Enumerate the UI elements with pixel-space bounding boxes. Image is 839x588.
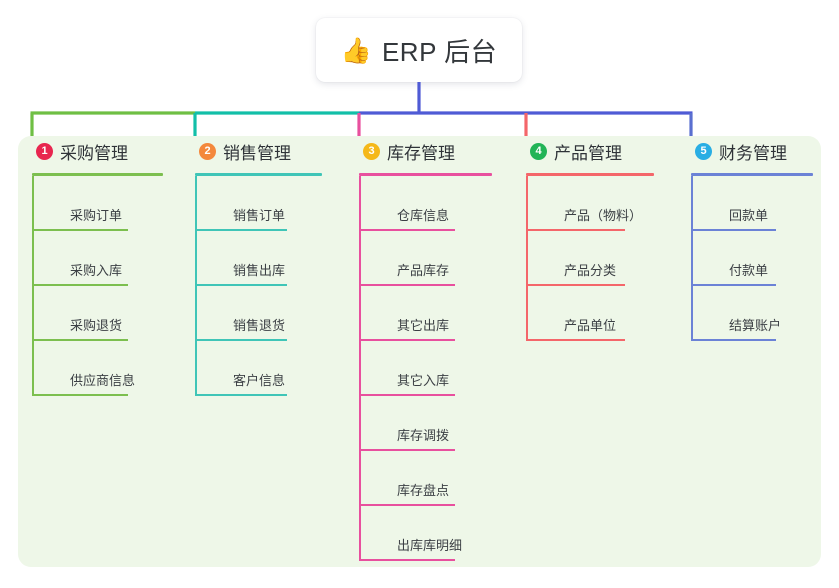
column-header-rule-4 (526, 173, 654, 176)
column-badge-5: 5 (695, 142, 712, 160)
leaf-item[interactable]: 付款单 (691, 231, 776, 286)
leaf-item-rule (526, 339, 625, 341)
column-header-rule-5 (691, 173, 813, 176)
leaf-item-label: 采购入库 (70, 263, 123, 278)
leaf-item-label: 产品（物料） (564, 208, 643, 223)
leaf-item-rule (195, 394, 287, 396)
column-header-4[interactable]: 4 产品管理 (512, 136, 677, 166)
leaf-item-rule (32, 284, 128, 286)
leaf-item-rule (359, 559, 455, 561)
leaf-item-rule (32, 229, 128, 231)
leaf-item[interactable]: 库存盘点 (359, 451, 455, 506)
leaf-item-rule (195, 284, 287, 286)
column-header-2[interactable]: 2 销售管理 (181, 136, 345, 166)
leaf-item[interactable]: 供应商信息 (32, 341, 135, 396)
leaf-item[interactable]: 其它入库 (359, 341, 455, 396)
leaf-item-label: 采购退货 (70, 318, 123, 333)
column-title-5: 财务管理 (719, 143, 787, 163)
column-title-3: 库存管理 (387, 143, 455, 163)
leaf-item-rule (359, 284, 455, 286)
column-badge-2: 2 (199, 142, 216, 160)
leaf-item-rule (359, 394, 455, 396)
column-1: 1 采购管理采购订单采购入库采购退货供应商信息 (18, 136, 181, 396)
leaf-item-label: 回款单 (729, 208, 769, 223)
column-4: 4 产品管理产品（物料） 产品分类产品单位 (512, 136, 677, 341)
leaf-item-rule (691, 229, 776, 231)
leaf-item-rule (526, 284, 625, 286)
leaf-item-label: 其它出库 (397, 318, 450, 333)
leaf-item-label: 产品单位 (564, 318, 617, 333)
leaf-item[interactable]: 销售订单 (195, 176, 287, 231)
leaf-item[interactable]: 采购退货 (32, 286, 128, 341)
column-spine-1 (32, 176, 34, 396)
leaf-item-label: 库存调拨 (397, 428, 450, 443)
diagram-panel: 1 采购管理采购订单采购入库采购退货供应商信息 2 销售管理销售订单销售出库销售退货客… (18, 136, 821, 567)
leaf-item-label: 销售订单 (233, 208, 286, 223)
column-header-rule-3 (359, 173, 492, 176)
column-header-rule-2 (195, 173, 322, 176)
leaf-item-rule (195, 229, 287, 231)
column-header-1[interactable]: 1 采购管理 (18, 136, 181, 166)
leaf-item[interactable]: 采购订单 (32, 176, 128, 231)
leaf-item[interactable]: 库存调拨 (359, 396, 455, 451)
column-2: 2 销售管理销售订单销售出库销售退货客户信息 (181, 136, 345, 396)
leaf-item[interactable]: 采购入库 (32, 231, 128, 286)
leaf-item-rule (359, 229, 455, 231)
leaf-item-label: 库存盘点 (397, 483, 450, 498)
leaf-item[interactable]: 销售退货 (195, 286, 287, 341)
column-3: 3 库存管理仓库信息产品库存其它出库其它入库库存调拨库存盘点出库库明细 (345, 136, 512, 561)
leaf-item-label: 供应商信息 (70, 373, 136, 388)
root-node-card[interactable]: 👍 ERP 后台 (316, 18, 522, 82)
leaf-item[interactable]: 销售出库 (195, 231, 287, 286)
column-badge-1: 1 (36, 142, 53, 160)
column-5: 5 财务管理回款单付款单结算账户 (677, 136, 821, 341)
leaf-item-label: 其它入库 (397, 373, 450, 388)
column-spine-4 (526, 176, 528, 341)
column-spine-2 (195, 176, 197, 396)
leaf-item[interactable]: 产品（物料） (526, 176, 642, 231)
column-title-4: 产品管理 (554, 143, 622, 163)
leaf-item-label: 付款单 (729, 263, 769, 278)
leaf-item[interactable]: 产品库存 (359, 231, 455, 286)
column-header-rule-1 (32, 173, 163, 176)
leaf-item-rule (526, 229, 625, 231)
leaf-item-label: 出库库明细 (397, 538, 463, 553)
leaf-item-rule (359, 504, 455, 506)
column-spine-3 (359, 176, 361, 561)
column-badge-4: 4 (530, 142, 547, 160)
leaf-item[interactable]: 出库库明细 (359, 506, 462, 561)
leaf-item[interactable]: 回款单 (691, 176, 776, 231)
leaf-item-label: 结算账户 (729, 318, 782, 333)
leaf-item-rule (32, 339, 128, 341)
column-header-3[interactable]: 3 库存管理 (345, 136, 512, 166)
column-title-2: 销售管理 (223, 143, 291, 163)
leaf-item-label: 客户信息 (233, 373, 286, 388)
column-title-1: 采购管理 (60, 143, 128, 163)
leaf-item-rule (359, 449, 455, 451)
column-header-5[interactable]: 5 财务管理 (677, 136, 821, 166)
thumbs-up-icon: 👍 (340, 36, 372, 65)
leaf-item[interactable]: 仓库信息 (359, 176, 455, 231)
leaf-item[interactable]: 产品单位 (526, 286, 625, 341)
root-node-title: ERP 后台 (381, 36, 498, 67)
leaf-item-label: 销售退货 (233, 318, 286, 333)
column-badge-3: 3 (363, 142, 380, 160)
leaf-item-rule (691, 284, 776, 286)
leaf-item[interactable]: 其它出库 (359, 286, 455, 341)
leaf-item-label: 产品分类 (564, 263, 617, 278)
leaf-item-rule (359, 339, 455, 341)
leaf-item[interactable]: 结算账户 (691, 286, 781, 341)
leaf-item-label: 产品库存 (397, 263, 450, 278)
leaf-item-rule (691, 339, 776, 341)
leaf-item-label: 采购订单 (70, 208, 123, 223)
column-spine-5 (691, 176, 693, 341)
leaf-item[interactable]: 产品分类 (526, 231, 625, 286)
leaf-item-rule (32, 394, 128, 396)
leaf-item[interactable]: 客户信息 (195, 341, 287, 396)
leaf-item-label: 销售出库 (233, 263, 286, 278)
leaf-item-rule (195, 339, 287, 341)
leaf-item-label: 仓库信息 (397, 208, 450, 223)
